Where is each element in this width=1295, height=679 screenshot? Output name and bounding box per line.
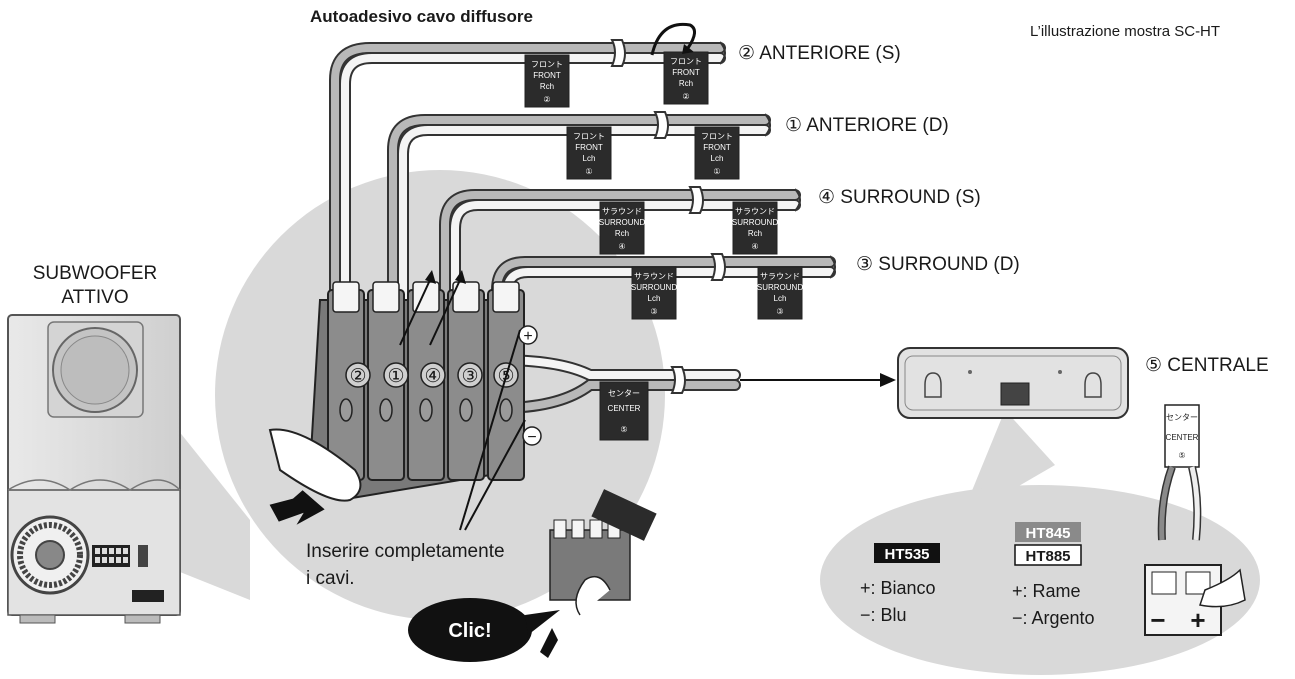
badge-ht845 (1015, 522, 1081, 542)
instruction-line1: Inserire completamente (306, 541, 505, 562)
svg-text:Lch: Lch (711, 154, 724, 163)
subwoofer (7, 314, 181, 624)
svg-text:CENTER: CENTER (608, 404, 641, 413)
sticker-title: Autoadesivo cavo diffusore (310, 7, 533, 26)
svg-text:⑤: ⑤ (620, 425, 627, 434)
svg-text:SURROUND: SURROUND (757, 283, 803, 292)
svg-text:サラウンド: サラウンド (760, 272, 800, 281)
tag-surround-l-2: サラウンド SURROUND Lch ③ (757, 266, 803, 320)
center-terminal-plus: + (1190, 605, 1205, 635)
cable-break-marks (610, 39, 726, 394)
finger-icon (268, 428, 362, 502)
tag-surround-r-1: サラウンド SURROUND Rch ④ (599, 201, 645, 255)
terminal-number-1: ① (387, 366, 404, 387)
svg-text:FRONT: FRONT (575, 143, 603, 152)
svg-text:フロント: フロント (573, 132, 605, 141)
svg-text:サラウンド: サラウンド (735, 207, 775, 216)
terminal-numbers: ② ① ④ ③ ⑤ (349, 366, 514, 387)
svg-text:SURROUND: SURROUND (599, 218, 645, 227)
ht535-minus-line: −: Blu (860, 605, 907, 625)
subwoofer-label-line1: SUBWOOFER (33, 263, 158, 284)
badge-ht845-label: HT845 (1025, 525, 1070, 542)
channel-label-front-r: ② ANTERIORE (S) (738, 43, 901, 64)
svg-text:FRONT: FRONT (672, 68, 700, 77)
terminal-number-2: ② (349, 366, 366, 387)
svg-text:Lch: Lch (583, 154, 596, 163)
terminal-number-3: ③ (461, 366, 478, 387)
ht885-plus-line: +: Rame (1012, 581, 1081, 601)
tag-surround-l-1: サラウンド SURROUND Lch ③ (631, 266, 677, 320)
peel-arrow-icon (650, 22, 696, 56)
svg-text:SURROUND: SURROUND (732, 218, 778, 227)
ht885-minus-line: −: Argento (1012, 608, 1095, 628)
svg-text:②: ② (543, 95, 550, 104)
svg-text:①: ① (585, 167, 592, 176)
svg-text:FRONT: FRONT (533, 71, 561, 80)
inset-terminal-detail (540, 489, 657, 658)
svg-text:SURROUND: SURROUND (631, 283, 677, 292)
svg-text:サラウンド: サラウンド (602, 207, 642, 216)
illustration-note: L’illustrazione mostra SC-HT (1030, 23, 1220, 40)
svg-text:④: ④ (618, 242, 625, 251)
subwoofer-label-line2: ATTIVO (61, 287, 128, 308)
svg-text:フロント: フロント (701, 132, 733, 141)
svg-text:センター: センター (608, 389, 640, 398)
svg-text:①: ① (713, 167, 720, 176)
svg-text:Rch: Rch (615, 229, 629, 238)
svg-text:Lch: Lch (648, 294, 661, 303)
badge-ht535-label: HT535 (884, 546, 929, 563)
svg-text:③: ③ (776, 307, 783, 316)
tag-front-l-2: フロント FRONT Lch ① (694, 126, 740, 180)
tag-front-l-1: フロント FRONT Lch ① (566, 126, 612, 180)
tag-center: センター CENTER ⑤ (599, 381, 649, 441)
speaker-cables (329, 42, 836, 414)
channel-label-surround-l: ③ SURROUND (D) (856, 254, 1020, 275)
center-arrow-head-icon (880, 373, 896, 387)
svg-text:④: ④ (751, 242, 758, 251)
svg-text:Rch: Rch (679, 79, 693, 88)
insert-arrows (399, 279, 526, 531)
click-bubble (408, 598, 532, 662)
svg-text:センター: センター (1166, 413, 1198, 422)
tag-front-r-2: フロント FRONT Rch ② (663, 51, 709, 105)
center-label: ⑤ CENTRALE (1145, 355, 1269, 376)
svg-text:サラウンド: サラウンド (634, 272, 674, 281)
center-cable-detail: センター CENTER ⑤ (1144, 404, 1246, 636)
click-label: Clic! (448, 620, 491, 642)
channel-label-surround-r: ④ SURROUND (S) (818, 187, 981, 208)
svg-text:Lch: Lch (774, 294, 787, 303)
badge-ht885-label: HT885 (1025, 548, 1070, 565)
svg-text:③: ③ (650, 307, 657, 316)
svg-text:CENTER: CENTER (1166, 433, 1199, 442)
svg-text:FRONT: FRONT (703, 143, 731, 152)
push-arrow-icon (269, 490, 325, 525)
plus-mark: + (523, 328, 532, 345)
svg-text:フロント: フロント (531, 60, 563, 69)
center-speaker (897, 347, 1129, 419)
svg-text:Rch: Rch (748, 229, 762, 238)
instruction-line2: i cavi. (306, 568, 355, 589)
badge-ht535 (874, 543, 940, 563)
terminal-number-4: ④ (424, 366, 441, 387)
tag-front-r-1: フロント FRONT Rch ② (524, 54, 570, 108)
minus-mark: − (527, 429, 536, 446)
subwoofer-terminal-block (308, 281, 525, 502)
svg-text:⑤: ⑤ (1178, 451, 1185, 460)
badge-ht885 (1014, 544, 1082, 566)
channel-label-front-l: ① ANTERIORE (D) (785, 115, 949, 136)
ht535-plus-line: +: Bianco (860, 578, 936, 598)
svg-text:②: ② (682, 92, 689, 101)
minus-mark-circle (522, 426, 542, 446)
svg-text:Rch: Rch (540, 82, 554, 91)
svg-text:フロント: フロント (670, 57, 702, 66)
center-terminal-minus: − (1150, 605, 1165, 635)
tag-surround-r-2: サラウンド SURROUND Rch ④ (732, 201, 778, 255)
cable-end-curls (719, 41, 836, 279)
